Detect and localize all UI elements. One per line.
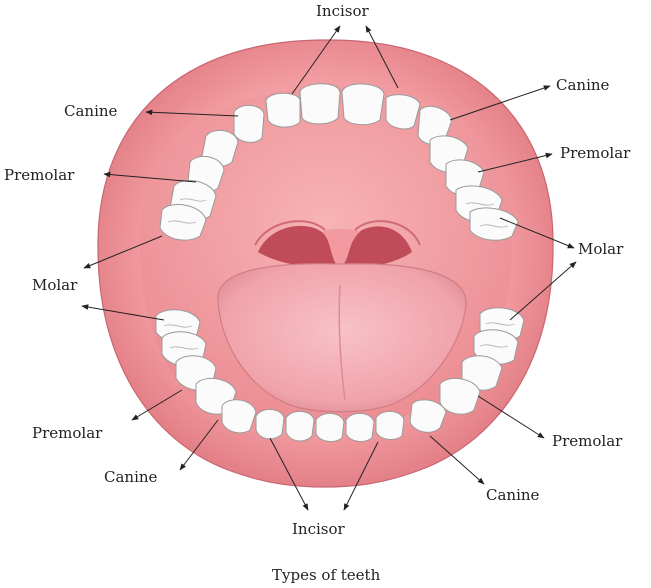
throat: [258, 225, 412, 270]
tooth: [233, 105, 265, 143]
label-molar-right: Molar: [578, 240, 624, 258]
tooth: [255, 409, 285, 440]
tooth: [409, 399, 447, 433]
label-canine-bottom-right: Canine: [486, 486, 540, 504]
arrow-canine-bottom-left: [179, 419, 219, 471]
tooth: [469, 207, 519, 241]
tooth: [341, 83, 385, 126]
arrow-canine-top-left: [145, 109, 239, 117]
arrow-premolar-top-right: [477, 152, 553, 173]
label-premolar-top-right: Premolar: [560, 144, 631, 162]
label-premolar-bottom-right: Premolar: [552, 432, 623, 450]
tooth: [345, 413, 375, 442]
tooth: [299, 83, 341, 125]
arrow-canine-bottom-right: [429, 435, 485, 485]
label-canine-bottom-left: Canine: [104, 468, 158, 486]
label-premolar-top-left: Premolar: [4, 166, 75, 184]
lower-teeth: [155, 307, 525, 442]
label-canine-top-right: Canine: [556, 76, 610, 94]
soft-palate-arch: [254, 220, 421, 246]
arrow-incisor-bottom-left: [269, 437, 309, 511]
label-premolar-bottom-left: Premolar: [32, 424, 103, 442]
arrow-incisor-bottom-right: [343, 441, 379, 511]
arrow-incisor-top-left: [291, 25, 341, 95]
upper-teeth: [159, 83, 519, 241]
tooth: [285, 411, 315, 442]
label-incisor-bottom: Incisor: [292, 520, 346, 538]
tooth: [315, 413, 345, 442]
arrow-premolar-bottom-left: [131, 389, 183, 421]
arrow-molar-right-up: [499, 217, 575, 249]
arrow-incisor-top-right: [365, 25, 399, 89]
tooth: [385, 94, 421, 130]
arrow-molar-left-down: [81, 304, 165, 321]
arrow-premolar-bottom-right: [477, 395, 545, 439]
labels: Incisor Canine Canine Premolar Premolar …: [4, 2, 631, 584]
label-incisor-top: Incisor: [316, 2, 370, 20]
figure-caption: Types of teeth: [272, 566, 381, 584]
tongue-midline: [338, 284, 346, 401]
arrow-premolar-top-left: [103, 171, 197, 183]
arrow-molar-left-up: [83, 235, 163, 269]
tongue: [217, 263, 467, 413]
tooth: [375, 411, 405, 440]
label-canine-top-left: Canine: [64, 102, 118, 120]
uvula: [322, 229, 360, 268]
tooth: [221, 399, 257, 434]
label-molar-left: Molar: [32, 276, 78, 294]
label-arrows: [81, 25, 577, 511]
tooth: [439, 377, 481, 415]
arrow-molar-right-down: [509, 261, 577, 321]
arrow-canine-top-right: [449, 85, 551, 121]
tooth: [265, 92, 301, 128]
